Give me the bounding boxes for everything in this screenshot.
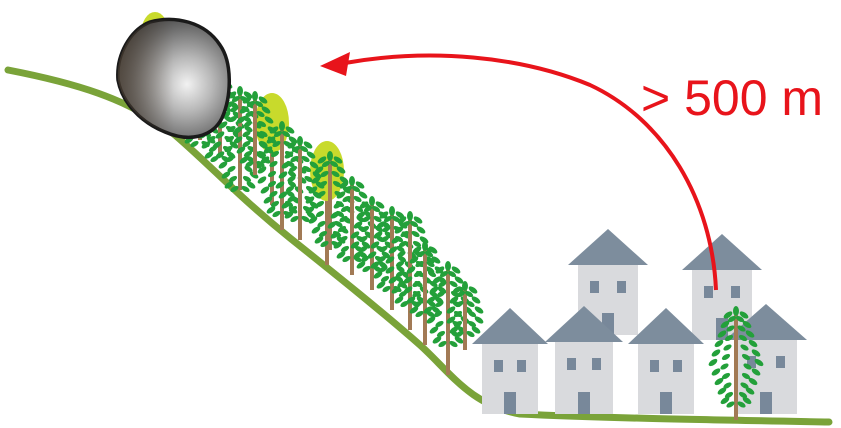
door [504,392,516,414]
door [578,392,590,414]
distance-label: > 500 m [641,70,823,126]
window [673,360,682,372]
window [590,281,599,293]
roof [568,229,648,265]
window [650,360,659,372]
house [472,308,548,414]
boulder [118,19,229,137]
window [567,358,576,370]
window [592,358,601,370]
window [704,286,713,298]
window [731,286,740,298]
window [517,360,526,372]
tree [349,196,394,290]
door [660,392,672,414]
village-houses [472,229,807,414]
door [760,392,772,414]
arrowhead-icon [320,52,350,76]
window [617,281,626,293]
roof [472,308,548,344]
window [494,360,503,372]
roof [682,234,762,270]
window [776,356,785,368]
